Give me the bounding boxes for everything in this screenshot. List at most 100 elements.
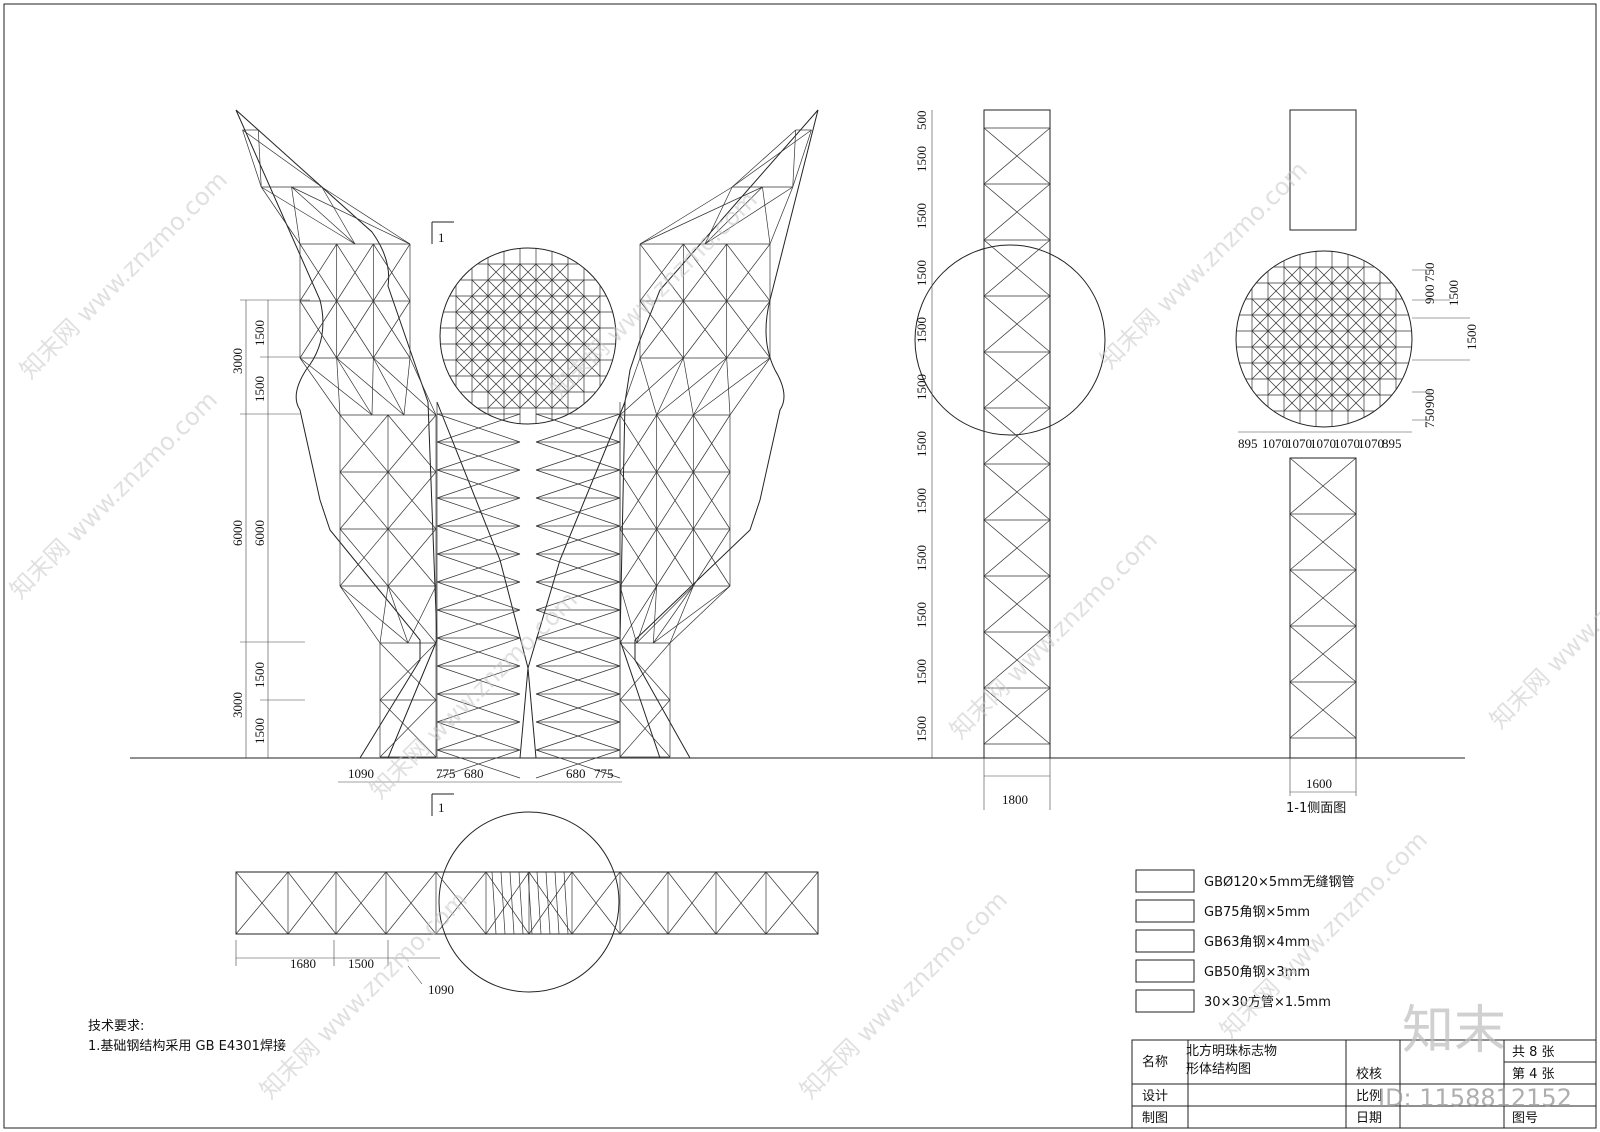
truss-brace (693, 357, 771, 416)
sphere-brace (1331, 330, 1349, 348)
sphere-brace (1283, 298, 1301, 316)
sphere-brace (1251, 346, 1269, 364)
sect-width-1600: 1600 (1306, 776, 1332, 791)
truss-post (656, 357, 684, 416)
sphere-brace (583, 343, 601, 361)
watermark-3: 知末网 www.znzmo.com (544, 186, 762, 404)
truss-brace (373, 357, 437, 416)
truss-brace (291, 186, 411, 245)
sphere-brace (1283, 346, 1301, 364)
sphere-brace (1379, 298, 1397, 316)
truss-post (693, 357, 727, 416)
truss-post (669, 585, 731, 644)
sphere-brace (455, 359, 473, 377)
tb-drawing-no-label: 图号 (1512, 1111, 1538, 1126)
sphere-brace (1347, 266, 1365, 284)
sphere-brace (551, 391, 569, 409)
truss-brace (339, 414, 389, 473)
sect-bottom-dim-4: 1070 (1334, 436, 1360, 451)
sphere-brace (1347, 394, 1365, 412)
dim-1090: 1090 (348, 766, 374, 781)
truss-brace (619, 414, 657, 473)
right-wing-outline (619, 109, 819, 759)
sphere-brace (519, 327, 537, 345)
leg-brace (535, 637, 621, 667)
truss-brace (299, 300, 337, 359)
section-mark-top: 1 (438, 230, 445, 245)
truss-brace (704, 186, 733, 245)
truss-brace (403, 357, 411, 416)
sphere-brace (1267, 330, 1285, 348)
truss-brace (387, 414, 437, 473)
dim-1500-a: 1500 (252, 320, 267, 346)
truss-post (653, 585, 694, 644)
leg-brace (436, 553, 521, 583)
side-tower-truss (983, 127, 1051, 745)
truss-brace (619, 585, 657, 644)
sphere-brace (1299, 346, 1317, 364)
sphere-brace (487, 375, 505, 393)
sphere-brace (1283, 282, 1301, 300)
leg-brace (436, 665, 521, 695)
truss-brace (373, 243, 411, 302)
sect-bottom-dim-0: 895 (1238, 436, 1258, 451)
tb-date-label: 日期 (1356, 1111, 1382, 1126)
tb-name-value-1: 北方明珠标志物 (1186, 1043, 1277, 1059)
sphere-brace (471, 375, 489, 393)
truss-post (409, 357, 437, 416)
sphere-brace (1331, 346, 1349, 364)
sect-dim-750-bottom: 750 (1422, 409, 1437, 429)
leg-brace (436, 525, 521, 555)
sphere-brace (1315, 394, 1333, 412)
plan-zigzag (545, 871, 551, 935)
leg-brace (436, 469, 521, 499)
sphere-brace (503, 359, 521, 377)
plan-zigzag (554, 871, 560, 935)
side-dim-1500: 1500 (914, 260, 929, 286)
section-sphere-outline (1235, 250, 1413, 428)
leg-brace (535, 581, 621, 611)
sect-dim-1500-b: 1500 (1464, 324, 1479, 350)
plan-beam-outline (235, 871, 819, 935)
notes-heading: 技术要求: (88, 1019, 144, 1034)
plan-brace (715, 871, 767, 935)
side-width-1800: 1800 (1002, 792, 1028, 807)
sphere-brace (455, 343, 473, 361)
sphere-brace (471, 327, 489, 345)
plan-brace (619, 871, 669, 935)
sphere-brace (455, 311, 473, 329)
truss-brace (379, 585, 389, 644)
plan-dim-1500: 1500 (348, 956, 374, 971)
truss-post (336, 357, 373, 416)
sphere-brace (583, 327, 601, 345)
truss-post (619, 357, 641, 416)
truss-brace (619, 642, 671, 701)
sect-dim-1500-a: 1500 (1446, 280, 1461, 306)
sphere-brace (1331, 314, 1349, 332)
sect-dim-900-top: 900 (1422, 285, 1437, 305)
truss-brace (669, 585, 694, 644)
leg-brace (436, 637, 521, 667)
section-mark-bottom: 1 (438, 800, 445, 815)
tb-drawn-label: 制图 (1142, 1111, 1168, 1126)
side-dim-1500: 1500 (914, 317, 929, 343)
legend-label: GB50角钢×3mm (1204, 965, 1310, 980)
sphere-brace (487, 327, 505, 345)
sphere-brace (1363, 378, 1381, 396)
sphere-brace (503, 295, 521, 313)
dim-680-right: 680 (566, 766, 586, 781)
section-sphere-grid (1236, 251, 1412, 427)
tower-brace (983, 295, 1051, 353)
watermark-2: 知末网 www.znzmo.com (4, 386, 222, 604)
truss-brace (693, 528, 731, 587)
truss-post (792, 129, 812, 188)
truss-brace (261, 186, 356, 245)
plan-dim-1090: 1090 (428, 982, 454, 997)
leg-brace (535, 721, 621, 751)
leg-brace (535, 441, 621, 471)
truss-post (636, 585, 657, 644)
plan-brace (485, 871, 530, 935)
sphere-brace (551, 375, 569, 393)
dim-1500-c: 1500 (252, 662, 267, 688)
